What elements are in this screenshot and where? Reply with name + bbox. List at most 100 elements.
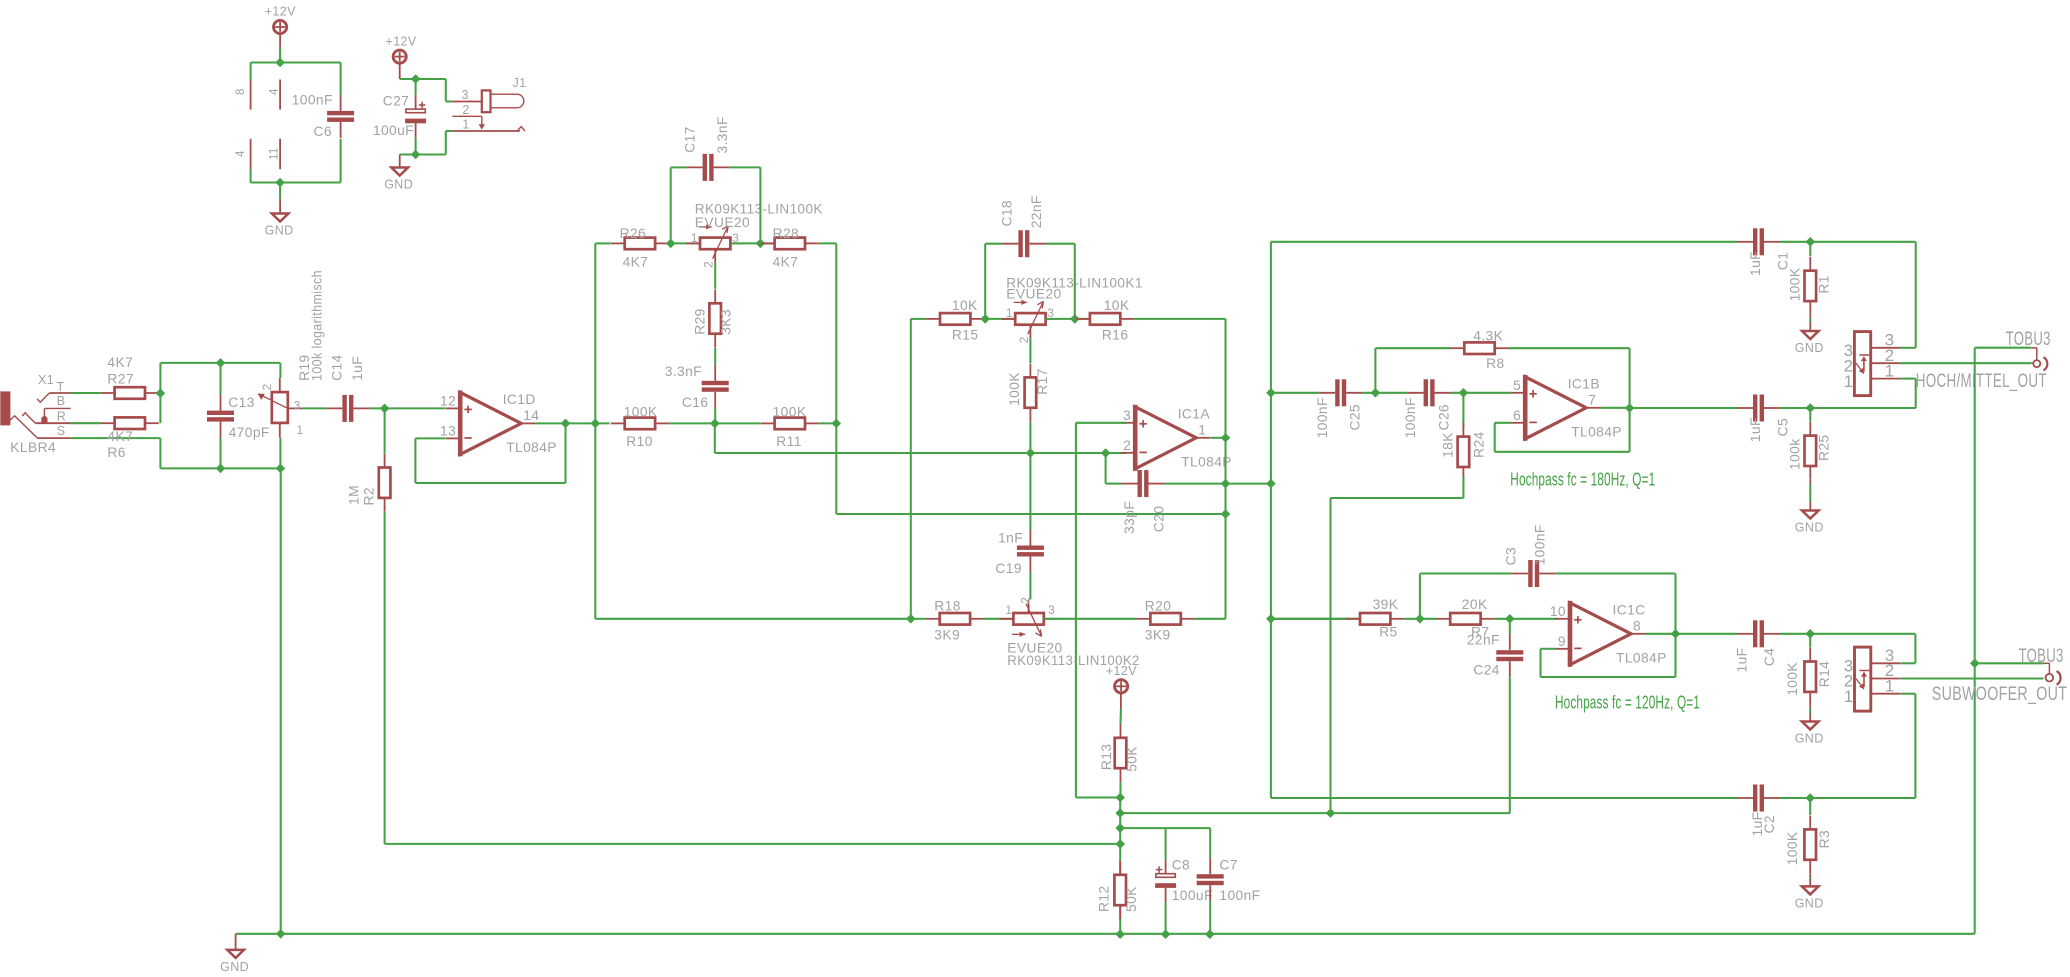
svg-text:IC1A: IC1A (1178, 406, 1211, 421)
svg-text:1: 1 (1844, 372, 1854, 391)
svg-text:R29: R29 (693, 308, 708, 335)
svg-text:R27: R27 (107, 372, 134, 387)
svg-text:4,3K: 4,3K (1473, 329, 1503, 344)
svg-text:R10: R10 (626, 434, 653, 449)
svg-text:100nF: 100nF (1315, 397, 1330, 438)
svg-text:KLBR4: KLBR4 (10, 440, 56, 455)
svg-text:TL084P: TL084P (1571, 424, 1622, 439)
svg-text:1: 1 (1844, 687, 1854, 706)
svg-text:1uF: 1uF (1734, 648, 1749, 673)
svg-text:100K: 100K (1007, 372, 1022, 406)
svg-text:1: 1 (691, 231, 698, 245)
svg-text:20K: 20K (1462, 597, 1488, 612)
svg-text:3K9: 3K9 (934, 627, 960, 642)
svg-text:33pF: 33pF (1122, 501, 1137, 534)
svg-text:50K: 50K (1124, 886, 1139, 912)
svg-text:C3: C3 (1504, 547, 1519, 565)
svg-text:13: 13 (440, 423, 456, 438)
svg-text:1uF: 1uF (1748, 251, 1763, 276)
svg-text:R28: R28 (773, 226, 800, 241)
svg-text:1uF: 1uF (1748, 417, 1763, 442)
svg-text:EVUE20: EVUE20 (1006, 287, 1061, 302)
svg-text:R2: R2 (361, 487, 376, 505)
svg-text:C25: C25 (1347, 404, 1362, 431)
svg-text:1: 1 (1885, 676, 1895, 695)
svg-text:C2: C2 (1762, 815, 1777, 833)
svg-text:C18: C18 (1000, 200, 1015, 227)
svg-text:GND: GND (1795, 521, 1824, 535)
svg-text:R15: R15 (952, 328, 979, 343)
svg-text:8: 8 (1633, 618, 1641, 633)
svg-text:IC1C: IC1C (1613, 602, 1646, 617)
svg-text:2: 2 (1018, 597, 1032, 604)
svg-text:R24: R24 (1472, 431, 1487, 458)
svg-text:C26: C26 (1436, 404, 1451, 431)
svg-text:10K: 10K (952, 298, 978, 313)
svg-text:R14: R14 (1817, 661, 1832, 688)
svg-text:3.3nF: 3.3nF (715, 116, 730, 153)
svg-text:C17: C17 (683, 126, 698, 153)
svg-text:R26: R26 (620, 226, 647, 241)
svg-text:470pF: 470pF (229, 425, 270, 440)
svg-text:R3: R3 (1817, 830, 1832, 848)
svg-text:R8: R8 (1486, 356, 1504, 371)
svg-text:C1: C1 (1776, 252, 1791, 270)
svg-text:IC1D: IC1D (503, 392, 536, 407)
svg-text:4K7: 4K7 (623, 255, 649, 270)
svg-text:R1: R1 (1817, 275, 1832, 293)
svg-text:HOCH/MITTEL_OUT: HOCH/MITTEL_OUT (1916, 371, 2047, 392)
svg-text:3.3nF: 3.3nF (665, 364, 702, 379)
svg-text:100k: 100k (1787, 438, 1802, 470)
svg-text:22nF: 22nF (1467, 632, 1500, 647)
svg-text:C20: C20 (1152, 506, 1167, 533)
svg-text:C24: C24 (1473, 663, 1500, 678)
svg-text:100K: 100K (1787, 267, 1802, 301)
svg-text:T: T (57, 380, 65, 394)
svg-text:GND: GND (1795, 341, 1824, 355)
svg-text:TL084P: TL084P (1181, 454, 1232, 469)
svg-text:SUBWOOFER_OUT: SUBWOOFER_OUT (1932, 684, 2068, 705)
svg-text:9: 9 (1558, 634, 1566, 649)
svg-text:100nF: 100nF (292, 93, 333, 108)
svg-text:+12V: +12V (386, 34, 417, 48)
svg-text:+12V: +12V (265, 5, 296, 19)
svg-text:GND: GND (1795, 896, 1824, 910)
svg-text:4: 4 (235, 150, 247, 157)
svg-text:1M: 1M (346, 485, 361, 505)
svg-text:EVUE20: EVUE20 (695, 215, 750, 230)
svg-text:+12V: +12V (1106, 664, 1137, 678)
svg-text:R: R (57, 410, 66, 424)
svg-text:X1: X1 (38, 373, 54, 387)
svg-text:100K: 100K (624, 405, 658, 420)
svg-text:R12: R12 (1097, 885, 1112, 912)
svg-text:R20: R20 (1145, 599, 1172, 614)
svg-text:2: 2 (1017, 336, 1031, 343)
svg-text:100uF: 100uF (1172, 888, 1213, 903)
svg-text:R17: R17 (1035, 368, 1050, 395)
svg-text:100k logarithmisch: 100k logarithmisch (309, 270, 324, 381)
svg-text:11: 11 (269, 147, 281, 160)
svg-text:C27: C27 (383, 94, 410, 109)
svg-text:3: 3 (294, 399, 301, 413)
svg-text:2: 2 (702, 261, 716, 268)
svg-text:R5: R5 (1379, 625, 1397, 640)
svg-text:B: B (57, 394, 66, 408)
svg-text:5: 5 (1513, 378, 1521, 393)
svg-text:C13: C13 (228, 395, 255, 410)
svg-text:GND: GND (384, 178, 413, 192)
svg-text:39K: 39K (1373, 597, 1399, 612)
svg-text:C5: C5 (1776, 418, 1791, 436)
svg-text:TL084P: TL084P (506, 440, 557, 455)
svg-text:100K: 100K (1785, 662, 1800, 696)
svg-text:6: 6 (1513, 408, 1521, 423)
svg-text:4: 4 (269, 88, 281, 95)
svg-text:100nF: 100nF (1403, 397, 1418, 438)
svg-text:1: 1 (462, 118, 469, 132)
svg-text:R16: R16 (1102, 328, 1129, 343)
svg-text:Hochpass fc = 180Hz, Q=1: Hochpass fc = 180Hz, Q=1 (1510, 468, 1655, 489)
svg-text:GND: GND (265, 224, 294, 238)
svg-text:3: 3 (732, 231, 739, 245)
svg-text:J1: J1 (513, 76, 527, 90)
svg-text:R13: R13 (1099, 744, 1114, 771)
svg-text:3: 3 (1048, 603, 1055, 617)
